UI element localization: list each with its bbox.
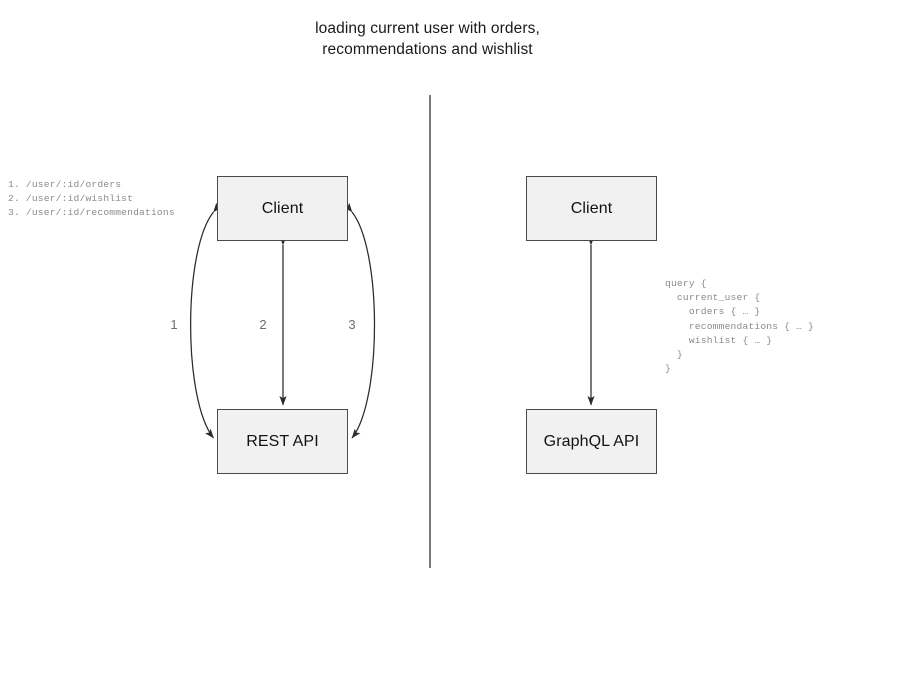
page-title: loading current user with orders, recomm…: [315, 20, 540, 58]
node-rest-api[interactable]: REST API: [217, 409, 348, 474]
edge-label-1: 1: [170, 317, 178, 332]
graphql-query-snippet: query { current_user { orders { … } reco…: [665, 278, 814, 375]
edge-1-curve: [190, 202, 222, 439]
rest-endpoint-list: 1. /user/:id/orders 2. /user/:id/wishlis…: [8, 179, 175, 219]
edge-label-3: 3: [348, 317, 356, 332]
edge-label-2: 2: [259, 317, 267, 332]
node-client-graphql[interactable]: Client: [526, 176, 657, 241]
node-graphql-api[interactable]: GraphQL API: [526, 409, 657, 474]
node-client-rest[interactable]: Client: [217, 176, 348, 241]
vertical-divider: [429, 95, 431, 568]
